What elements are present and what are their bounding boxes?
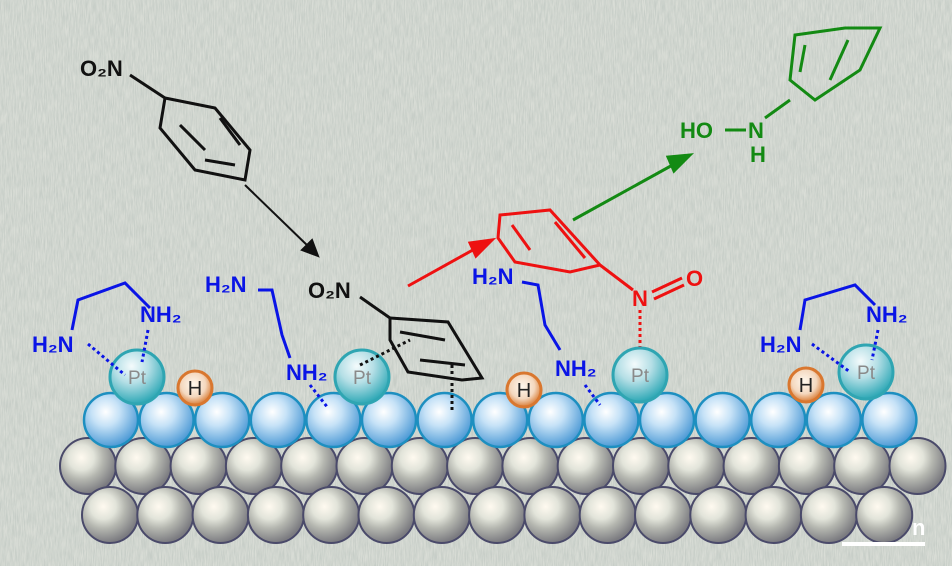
nitrobenzene-free <box>129 73 252 182</box>
nitro-group-label: O₂N <box>80 56 123 81</box>
bulk-atom <box>855 486 914 544</box>
hydrogen-atom-sphere <box>787 366 825 404</box>
support-atom <box>138 391 195 449</box>
support-atom <box>638 391 696 449</box>
platinum-atom-sphere <box>837 343 895 401</box>
bulk-atom <box>246 486 305 544</box>
platinum-atom-label: Pt <box>857 363 876 384</box>
support-atom <box>249 391 307 449</box>
product-h-label: H <box>750 142 766 167</box>
support-atom <box>305 391 362 449</box>
platinum-atom-sphere <box>333 348 391 406</box>
adsorption-dotted-bond <box>359 338 454 410</box>
ethylenediamine-chain <box>70 281 152 331</box>
support-atom <box>694 391 751 449</box>
arrow-adsorption <box>244 184 320 258</box>
bulk-atom <box>888 437 947 495</box>
bulk-atom <box>357 486 416 544</box>
amine-nh2-label: NH₂ <box>555 356 597 381</box>
amine-coordination <box>583 384 602 406</box>
platinum-atom-label: Pt <box>353 368 372 389</box>
amine-h2n-label: H₂N <box>205 272 247 297</box>
bulk-atom <box>634 486 692 544</box>
support-atom <box>749 391 807 449</box>
amine-nh2-label: NH₂ <box>866 302 908 327</box>
amine-coordination <box>811 329 880 374</box>
nitroso-n-label: N <box>632 286 648 311</box>
adsorbed-ring-inner <box>399 330 466 367</box>
nitrosobenzene <box>496 208 685 350</box>
support-layer <box>82 391 918 449</box>
platinum-atom-sphere <box>108 348 166 406</box>
platinum-atom-label: Pt <box>128 368 147 389</box>
bulk-atom <box>412 486 471 544</box>
arrow-reduction-1 <box>407 237 497 288</box>
bulk-atom <box>523 486 582 544</box>
bulk-atom <box>191 486 250 544</box>
amine-h2n-label: H₂N <box>32 332 74 357</box>
amine-coordination <box>308 384 330 409</box>
platinum-atom-label: Pt <box>631 366 650 387</box>
amine-nh2-label: NH₂ <box>286 360 328 385</box>
hydrogen-atom-label: H <box>517 380 531 402</box>
amine-h2n-label: H₂N <box>760 332 802 357</box>
support-atom <box>805 391 863 449</box>
nitroso-o-label: O <box>686 266 703 291</box>
bulk-atom <box>468 486 527 544</box>
bulk-atom <box>744 486 803 544</box>
product-n-label: N <box>748 118 764 143</box>
hydrogen-atom-sphere <box>176 369 214 407</box>
support-atom <box>861 391 918 449</box>
support-atom <box>193 391 251 449</box>
bulk-atom <box>578 486 637 544</box>
ethylenediamine-chain <box>258 288 292 359</box>
platinum-atom-sphere <box>611 346 669 404</box>
bulk-atom <box>136 486 195 544</box>
bulk-atom <box>302 486 361 544</box>
hydrogen-atom-label: H <box>799 375 813 397</box>
support-atom <box>416 391 473 449</box>
adsorbed-ring <box>388 316 485 382</box>
product-ho-label: HO <box>680 118 713 143</box>
hydrogen-atom-label: H <box>188 378 202 400</box>
bulk-atom <box>81 486 139 544</box>
bulk-atom <box>689 486 748 544</box>
support-atom <box>583 391 640 449</box>
hydrogen-atom-sphere <box>505 371 543 409</box>
phenylhydroxylamine <box>725 26 883 132</box>
support-atom <box>82 391 140 449</box>
scale-bar-label: n <box>912 515 925 540</box>
bulk-atom <box>799 486 858 544</box>
amine-h2n-label: H₂N <box>472 264 514 289</box>
amine-nh2-label: NH₂ <box>140 302 182 327</box>
support-atom <box>471 391 529 449</box>
support-atom <box>527 391 585 449</box>
support-atom <box>360 391 418 449</box>
ethylenediamine-chain <box>798 283 877 331</box>
ethylenediamine-chain <box>521 280 562 351</box>
arrow-reduction-2 <box>572 153 694 222</box>
adsorbed-nitro-label: O₂N <box>308 278 351 303</box>
nitro-bond <box>359 295 391 320</box>
amine-coordination <box>87 329 150 377</box>
bulk-layer <box>59 437 947 544</box>
